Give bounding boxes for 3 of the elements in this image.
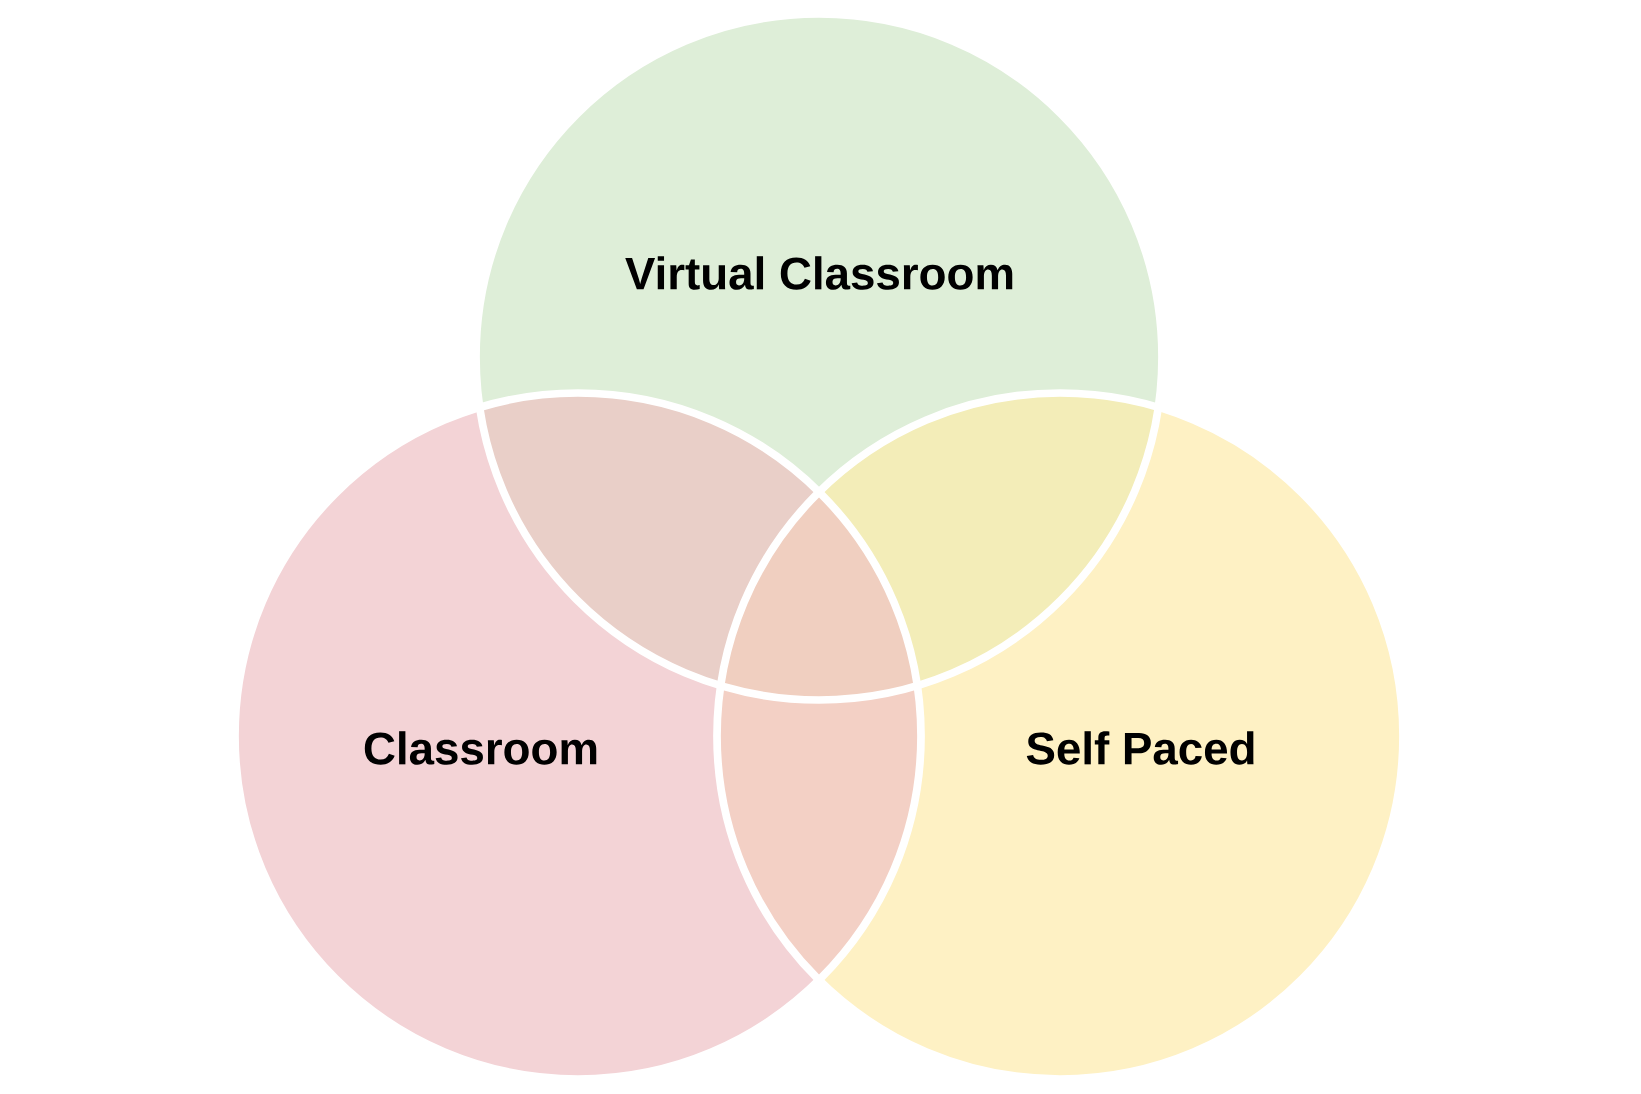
circle-label: Self Paced bbox=[1026, 731, 1254, 765]
circle-label: Classroom bbox=[364, 731, 597, 765]
circle-label: Virtual Classroom bbox=[625, 256, 1013, 290]
